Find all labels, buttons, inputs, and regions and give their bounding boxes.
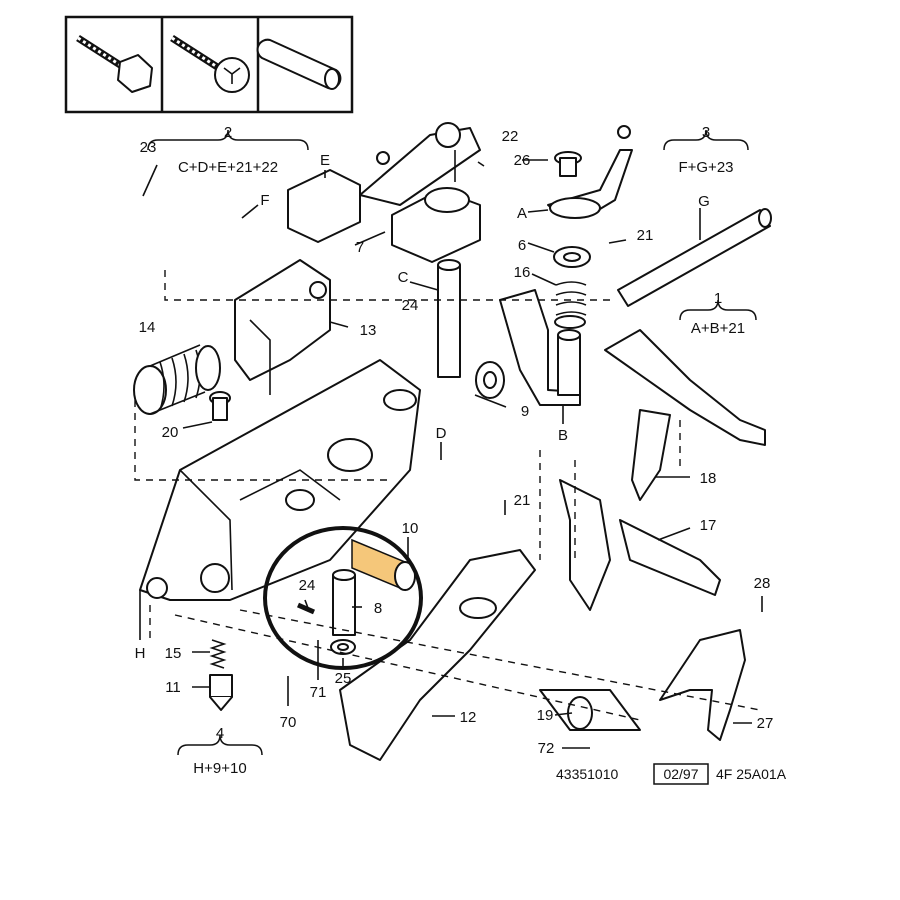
- pin-24-small: [296, 602, 316, 615]
- bolt-hex-icon: [76, 35, 153, 93]
- label-d: D: [436, 425, 447, 442]
- callout-27: 27: [757, 715, 774, 732]
- label-h: H: [135, 645, 146, 662]
- callout-15: 15: [165, 645, 182, 662]
- lever-a: [547, 125, 633, 219]
- lever-12: [339, 549, 536, 761]
- callout-24-circle: 24: [299, 577, 316, 594]
- spring-16: [554, 281, 587, 329]
- fork-18: [604, 329, 766, 501]
- spring-14: [133, 344, 221, 415]
- bushing-9: [475, 361, 505, 399]
- callout-20: 20: [162, 424, 179, 441]
- bracket-b: [499, 289, 581, 406]
- group-3-number: 3: [702, 124, 710, 141]
- fork-27: [659, 629, 746, 741]
- lever-e: [287, 122, 481, 243]
- callout-70: 70: [280, 714, 297, 731]
- shaft-c: [437, 259, 461, 378]
- circlip-25: [330, 639, 356, 655]
- label-a: A: [517, 205, 527, 222]
- callout-71: 71: [310, 684, 327, 701]
- callout-14: 14: [139, 319, 156, 336]
- group-4-number: 4: [216, 725, 224, 742]
- callout-18: 18: [700, 470, 717, 487]
- plug-26: [554, 151, 582, 177]
- callout-21-top: 21: [637, 227, 654, 244]
- callout-19: 19: [537, 707, 554, 724]
- footer-code: 4F 25A01A: [716, 766, 787, 782]
- callout-17: 17: [700, 517, 717, 534]
- spring-15: [209, 639, 227, 669]
- group-braces: [147, 129, 757, 756]
- assembly-dash-lines: [134, 270, 761, 721]
- callout-8: 8: [374, 600, 382, 617]
- bolt-torx-icon: [170, 35, 250, 93]
- detent-11: [209, 674, 233, 711]
- callout-26: 26: [514, 152, 531, 169]
- callout-9: 9: [521, 403, 529, 420]
- callout-11: 11: [165, 679, 181, 696]
- shaft-19: [539, 689, 641, 731]
- callout-72: 72: [538, 740, 555, 757]
- callout-24-top: 24: [402, 297, 419, 314]
- callout-10: 10: [402, 520, 419, 537]
- seal-6: [553, 246, 591, 268]
- bracket-13: [234, 259, 331, 395]
- rod-g: [617, 208, 772, 307]
- pin-8: [332, 569, 356, 636]
- housing-7: [391, 187, 481, 263]
- callout-22: 22: [502, 128, 519, 145]
- callout-28: 28: [754, 575, 771, 592]
- group-3-formula: F+G+23: [678, 159, 733, 176]
- callout-7: 7: [356, 239, 364, 256]
- label-e: E: [320, 152, 330, 169]
- callout-6: 6: [518, 237, 526, 254]
- callout-21-mid: 21: [514, 492, 531, 509]
- roll-pin-icon: [256, 38, 342, 90]
- group-1-formula: A+B+21: [691, 320, 745, 337]
- highlight-circle: [263, 526, 423, 670]
- label-f: F: [260, 192, 269, 209]
- group-1-number: 1: [714, 290, 722, 307]
- callout-13: 13: [360, 322, 377, 339]
- group-2-number: 2: [224, 124, 232, 141]
- group-2-formula: C+D+E+21+22: [178, 159, 278, 176]
- callout-12: 12: [460, 709, 477, 726]
- leader-lines: [139, 150, 763, 749]
- roller-10-highlight: [351, 538, 416, 592]
- label-b: B: [558, 427, 568, 444]
- fork-17: [559, 479, 721, 611]
- label-c: C: [398, 269, 409, 286]
- group-4-formula: H+9+10: [193, 760, 246, 777]
- pin-20: [209, 391, 231, 421]
- fastener-box: [64, 15, 354, 114]
- callout-23: 23: [140, 139, 157, 156]
- callout-16: 16: [514, 264, 531, 281]
- footer-ref-number: 43351010: [556, 766, 619, 782]
- callout-25: 25: [335, 670, 352, 687]
- footer-date: 02/97: [663, 766, 698, 782]
- label-g: G: [698, 193, 710, 210]
- footer-date-box: [653, 763, 709, 785]
